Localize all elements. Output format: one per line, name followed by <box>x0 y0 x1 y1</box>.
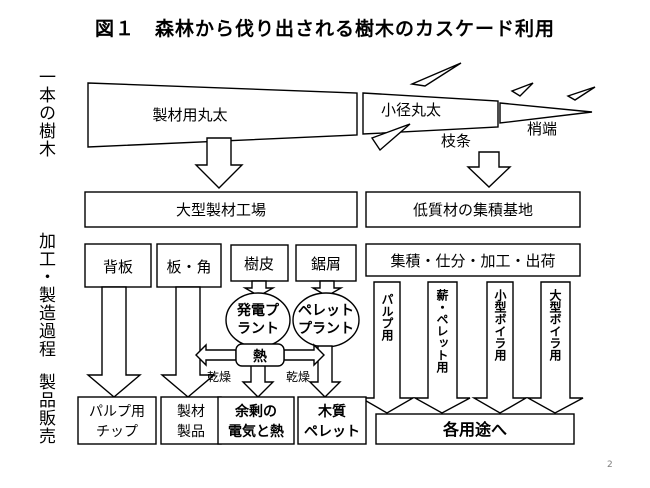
board-label: 板・角 <box>166 258 211 276</box>
sawdust-label: 鋸屑 <box>311 255 341 273</box>
label-one-tree: 一本の樹木 <box>35 68 55 158</box>
treetop-label: 梢端 <box>527 120 557 138</box>
heat-label: 熱 <box>253 348 267 365</box>
large-boiler-use-label: 大型ボイラ用 <box>548 288 562 362</box>
heat-arrow-right <box>283 343 325 367</box>
bark-box <box>230 244 289 282</box>
page-number: 2 <box>607 460 613 470</box>
lumber-label-2: 製品 <box>177 424 205 440</box>
bark-label: 樹皮 <box>244 255 274 273</box>
arrow-pulp <box>358 281 416 414</box>
arrow-sawlog-down <box>194 137 244 189</box>
power-plant-label-1: 発電プ <box>236 302 280 319</box>
yard-label: 低質材の集積基地 <box>413 201 533 219</box>
arrow-pellet-plant <box>308 345 342 398</box>
pellet-plant-label-2: プラント <box>298 321 354 337</box>
sawlog-shape <box>87 82 358 148</box>
branch-spike-1 <box>409 62 462 87</box>
sawlog-label: 製材用丸太 <box>152 106 227 124</box>
dry-label-right: 乾燥 <box>286 370 310 384</box>
pulp-chip-label-2: チップ <box>96 424 138 440</box>
treetop-shape <box>499 102 593 124</box>
power-plant-label-2: ラント <box>237 321 279 337</box>
various-uses-label: 各用途へ <box>442 420 507 439</box>
pulp-chip-label-1: パルプ用 <box>89 404 145 420</box>
sawmill-box <box>84 191 358 228</box>
arrow-lowgrade-down <box>466 151 512 188</box>
surplus-label-2: 電気と熱 <box>228 423 284 440</box>
arrow-sawdust <box>310 280 344 297</box>
wood-pellet-label-2: ペレット <box>304 424 360 440</box>
label-sales: 製品販売 <box>35 373 55 445</box>
pulp-chip-box <box>77 396 157 445</box>
yard-process-box <box>365 243 581 277</box>
arrow-bark <box>242 280 276 297</box>
sawmill-label: 大型製材工場 <box>176 201 266 219</box>
surplus-power-box <box>217 396 295 445</box>
lumber-label-1: 製材 <box>177 404 205 420</box>
arrow-large-boiler <box>525 281 584 414</box>
pulp-use-label: パルプ用 <box>380 293 394 342</box>
page-title: 図１ 森林から伐り出される樹木のカスケード利用 <box>94 18 555 40</box>
small-log-label: 小径丸太 <box>381 101 441 119</box>
surplus-label-1: 余剰の <box>234 403 277 420</box>
board-box <box>156 243 222 288</box>
firewood-use-label: 薪・ペレット用 <box>435 288 449 374</box>
various-uses-box <box>375 413 575 445</box>
heat-box <box>235 343 285 367</box>
arrow-small-boiler <box>471 281 529 414</box>
heat-arrow-left <box>195 343 237 367</box>
yard-box <box>365 191 581 228</box>
branch-spike-3 <box>566 86 596 101</box>
small-log-shape <box>362 92 499 135</box>
arrow-back-board <box>86 286 142 398</box>
branch-spike-4 <box>370 123 411 152</box>
wood-pellet-box <box>297 396 367 445</box>
arrow-board <box>160 286 216 398</box>
branches-label: 枝条 <box>441 132 471 150</box>
yard-process-label: 集積・仕分・加工・出荷 <box>390 252 555 270</box>
branch-spike-2 <box>510 82 534 97</box>
small-boiler-use-label: 小型ボイラ用 <box>493 288 507 362</box>
power-plant <box>225 292 291 348</box>
pellet-plant-label-1: ペレット <box>298 303 354 319</box>
pellet-plant <box>292 292 360 348</box>
arrow-firewood <box>412 281 471 414</box>
dry-label-left: 乾燥 <box>207 370 231 384</box>
label-processing: 加工・製造過程 <box>35 232 55 358</box>
back-board-label: 背板 <box>103 258 133 276</box>
lumber-box <box>160 396 222 445</box>
wood-pellet-label-1: 木質 <box>317 403 346 420</box>
sawdust-box <box>295 244 357 282</box>
